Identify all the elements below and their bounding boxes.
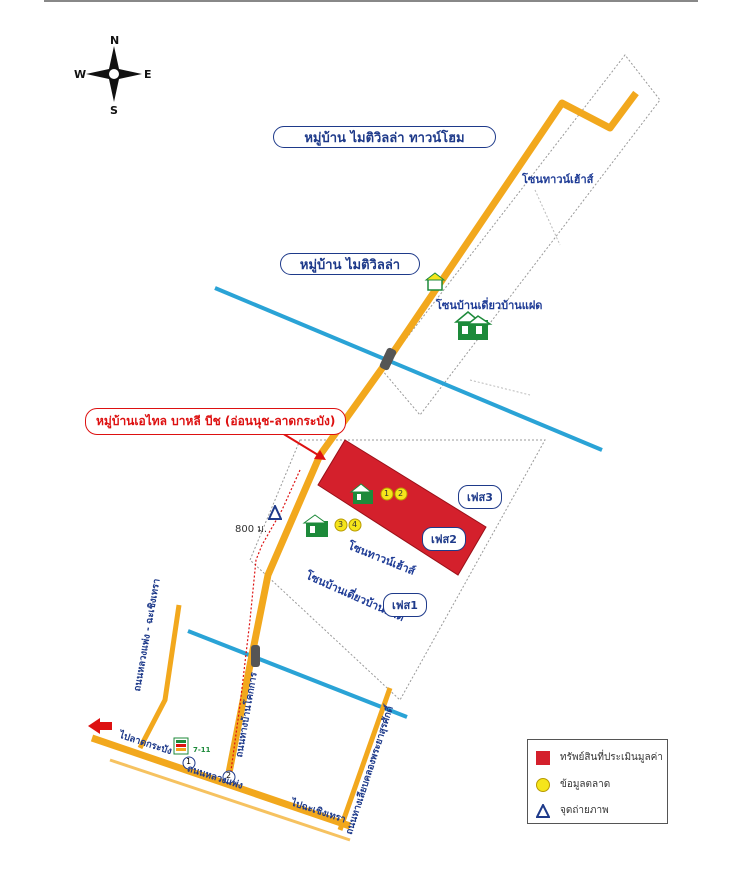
market-marker-2: 2 [398,489,404,498]
top-border-line [44,0,698,2]
compass-east-label: E [144,68,152,81]
zone-single-top: โซนบ้านเดี่ยวบ้านแฝด [436,299,543,312]
bridge-bottom [251,645,260,667]
bottom-road [90,734,352,830]
photo-point-2: 2 [226,771,232,780]
legend-market-label: ข้อมูลตลาด [560,779,611,790]
distance-label: 800 ม. [235,524,268,535]
photo-point-icon-2 [222,770,236,784]
left-road [137,604,182,750]
market-markers-3-4 [334,518,362,532]
subject-parcel [317,439,487,576]
legend-photo-label: จุดถ่ายภาพ [560,805,609,816]
store-label: 7-11 [193,746,211,754]
bridge-top [379,347,397,371]
legend-row-subject: ทรัพย์สินที่ประเมินมูลค่า [536,750,663,765]
store-icon [173,737,189,755]
village-townhome-label: หมู่บ้าน ไมติวิลล่า ทาวน์โฮม [273,126,496,148]
main-road [224,90,639,779]
photo-point-icon-1 [182,756,196,770]
photo-point-icon-route [268,505,282,520]
legend-row-photo: จุดถ่ายภาพ [536,803,609,818]
canal-top [214,286,603,452]
compass-south-label: S [110,104,118,117]
school-icon [424,272,446,291]
market-marker-4: 4 [352,520,358,529]
right-road [337,687,393,831]
phase-2-label: เฟส2 [422,527,466,551]
compass-rose [86,46,142,102]
project-boundary [381,54,661,416]
legend-photo-swatch [536,803,550,818]
compass-west-label: W [74,68,87,81]
exit-arrow [88,718,112,734]
market-markers-1-2 [380,487,408,501]
zone-townhouse-top: โซนทาวน์เฮ้าส์ [522,173,594,186]
house-icon-top [453,311,493,340]
house-icon-lower [302,514,328,537]
subject-village-label: หมู่บ้านเอไทล บาหลี บีช (อ่อนนุช-ลาดกระบ… [85,408,347,435]
bottom-road-2 [109,758,351,842]
photo-point-1: 1 [186,757,192,766]
phase-3-label: เฟส3 [458,485,502,509]
map-legend: ทรัพย์สินที่ประเมินมูลค่า ข้อมูลตลาด จุด… [527,739,668,824]
route-path [229,469,301,779]
village-main-label: หมู่บ้าน ไมติวิลล่า [280,253,420,275]
market-marker-1: 1 [384,489,390,498]
legend-subject-label: ทรัพย์สินที่ประเมินมูลค่า [560,752,663,763]
legend-subject-swatch [536,750,550,765]
house-icon-mid [349,483,373,504]
compass-north-label: N [110,34,120,47]
canal-bottom [187,629,408,719]
legend-market-swatch [536,777,550,792]
market-marker-3: 3 [338,520,344,529]
legend-row-market: ข้อมูลตลาด [536,777,610,792]
phase-1-label: เฟส1 [383,593,427,617]
